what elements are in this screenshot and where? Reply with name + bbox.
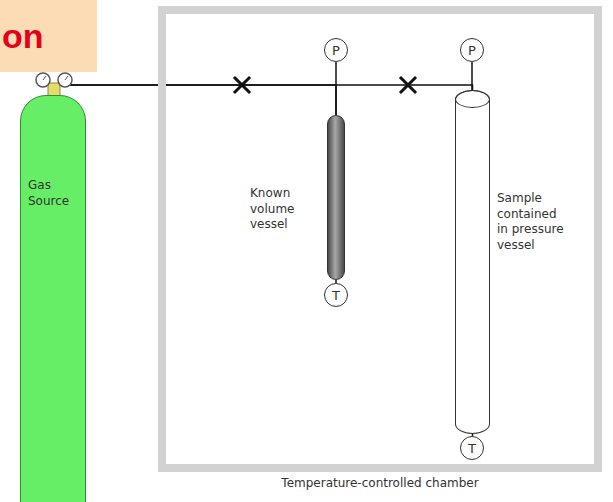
vessel-label: Known volume vessel <box>250 186 320 233</box>
gauge-letter: P <box>468 44 476 57</box>
gas-cylinder: Gas Source <box>20 95 86 502</box>
gauge-circle: P <box>324 38 348 62</box>
pressure-vessel: Sample contained in pressure vessel <box>455 90 490 434</box>
valve-symbol <box>235 78 249 92</box>
known-volume-vessel: Known volume vessel <box>327 115 345 280</box>
node-label: Gas Source <box>28 178 80 209</box>
gauge-circle: T <box>460 436 484 460</box>
vessel-label: Sample contained in pressure vessel <box>497 191 567 253</box>
node-label: Known volume vessel <box>250 186 320 233</box>
vessel-lid <box>455 90 490 108</box>
pipe-line <box>471 62 473 90</box>
valve-symbol <box>401 78 415 92</box>
gauge-circle: T <box>324 283 348 307</box>
gauge-circle: P <box>460 38 484 62</box>
pipe-line <box>335 62 337 115</box>
chamber-caption: Temperature-controlled chamber <box>166 476 594 492</box>
pipe-line <box>53 85 336 115</box>
title-text: on <box>2 17 44 56</box>
chamber-box: Temperature-controlled chamberPKnown vol… <box>158 6 602 472</box>
gauge-letter: T <box>332 289 340 302</box>
gauge-letter: T <box>468 442 476 455</box>
pressure-gauge <box>58 73 72 87</box>
node-label: Temperature-controlled chamber <box>166 476 594 492</box>
node-label: Sample contained in pressure vessel <box>497 191 567 253</box>
title-box: on <box>0 0 97 72</box>
gauge-letter: P <box>332 44 340 57</box>
pressure-gauge <box>36 73 50 87</box>
